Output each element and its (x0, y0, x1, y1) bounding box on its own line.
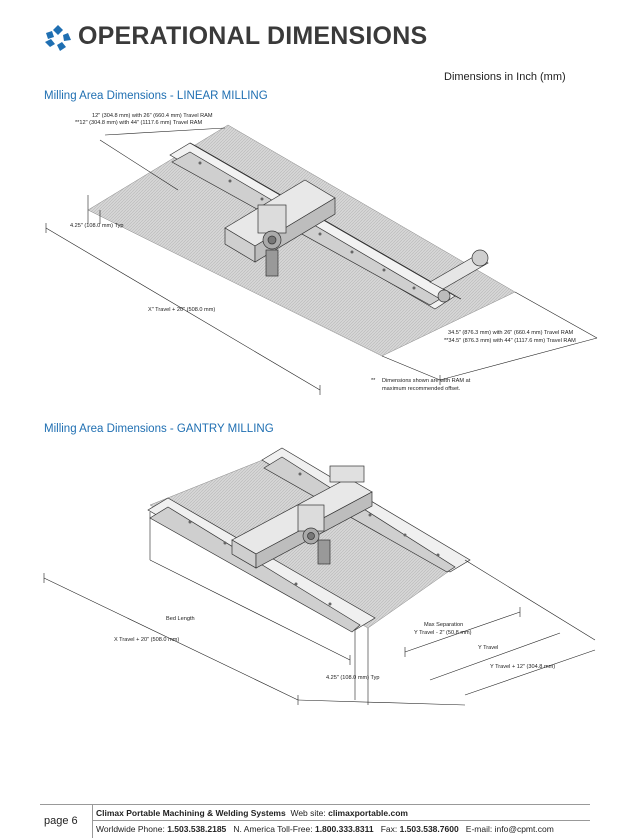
gantry-typ-dim: 4.25" (108.0 mm) Typ (326, 675, 380, 681)
linear-footnote-mark: ** (371, 378, 376, 384)
gantry-right-rail (261, 447, 471, 573)
footer-divider (92, 804, 93, 838)
email-label: E-mail: (465, 824, 493, 834)
worldwide-phone: 1.503.538.2185 (167, 824, 227, 834)
gantry-y-plus: Y Travel + 12" (304.8 mm) (490, 664, 556, 670)
gantry-bridge (231, 465, 373, 569)
gantry-rail-bolts (188, 472, 440, 606)
gantry-milling-heading: Milling Area Dimensions - GANTRY MILLING (44, 423, 274, 435)
footer-rule-top (40, 804, 590, 805)
gantry-bed-length: Bed Length (166, 616, 195, 622)
units-note: Dimensions in Inch (mm) (444, 71, 566, 83)
company-name: Climax Portable Machining & Welding Syst… (96, 808, 286, 818)
page-title: OPERATIONAL DIMENSIONS (78, 22, 428, 50)
footer-company-line: Climax Portable Machining & Welding Syst… (96, 808, 408, 818)
gantry-y-minus: Y Travel - 2" (50.8 mm) (414, 630, 472, 636)
website-link[interactable]: climaxportable.com (328, 808, 408, 818)
linear-x-travel: X" Travel + 20" (508.0 mm) (148, 307, 216, 313)
linear-ram-note-1: 12" (304.8 mm) with 26" (660.4 mm) Trave… (92, 113, 213, 119)
toll-free-phone: 1.800.333.8311 (314, 824, 374, 834)
email-link[interactable]: info@cpmt.com (494, 824, 554, 834)
linear-milling-heading: Milling Area Dimensions - LINEAR MILLING (44, 90, 268, 102)
fax-label: Fax: (380, 824, 398, 834)
rail-bolts (198, 161, 416, 290)
website-label: Web site: (290, 808, 326, 818)
linear-footnote-line-1: Dimensions shown are with RAM at (382, 378, 471, 384)
linear-carriage (224, 179, 336, 277)
gantry-x-travel: X Travel + 20" (508.0 mm) (114, 637, 180, 643)
gantry-dimension-lines (43, 512, 596, 706)
linear-dimension-lines (45, 127, 598, 395)
linear-typ-dim: 4.25" (108.0 mm) Typ (70, 223, 124, 229)
toll-free-label: N. America Toll-Free: (233, 824, 313, 834)
fax-number: 1.503.538.7600 (399, 824, 459, 834)
gantry-y-travel: Y Travel (478, 645, 499, 651)
page-number: page 6 (44, 815, 78, 827)
gantry-max-sep: Max Separation (424, 622, 464, 628)
linear-footnote-line-2: maximum recommended offset. (382, 386, 461, 392)
climax-logo-icon (45, 25, 71, 51)
linear-ram-note-2: **12" (304.8 mm) with 44" (1117.6 mm) Tr… (75, 120, 203, 126)
worldwide-phone-label: Worldwide Phone: (96, 824, 165, 834)
linear-drive-motor (429, 249, 489, 303)
linear-width-note-1: 34.5" (876.3 mm) with 26" (660.4 mm) Tra… (448, 330, 574, 336)
footer-contact-line: Worldwide Phone: 1.503.538.2185 N. Ameri… (96, 824, 554, 834)
linear-width-note-2: **34.5" (876.3 mm) with 44" (1117.6 mm) … (444, 338, 576, 344)
footer-rule-mid (92, 820, 590, 821)
